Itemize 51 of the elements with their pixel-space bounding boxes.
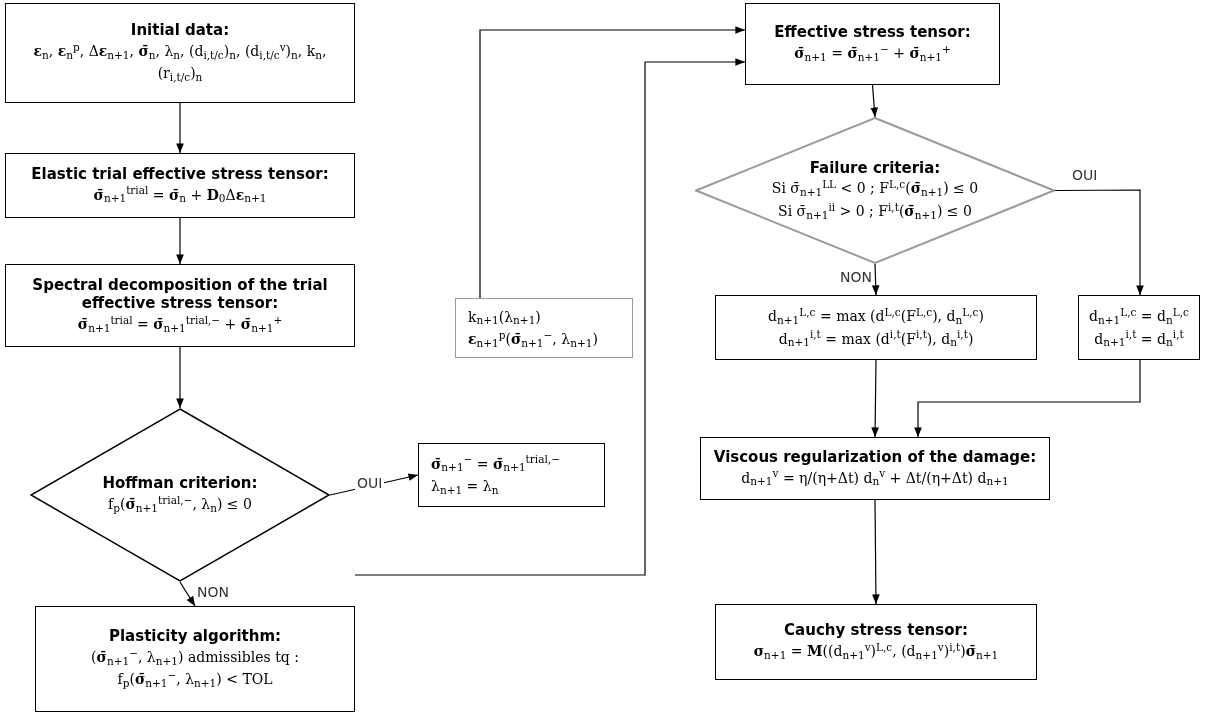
box-heading: Elastic trial effective stress tensor:: [31, 164, 329, 184]
arrow: [176, 102, 184, 154]
process-box: [5, 3, 355, 103]
decision-diamond: [695, 117, 1055, 264]
arrow: [176, 217, 184, 265]
box-heading: Hoffman criterion:: [102, 474, 258, 494]
formula: (σ̄$_{n+1}$$^{−}$, λ$_{n+1}$) admissibles tq :: [91, 646, 299, 669]
arrow: [479, 26, 746, 299]
process-box: [745, 3, 1000, 85]
arrow: [872, 499, 880, 605]
arrow: [914, 359, 1141, 438]
process-box: [35, 606, 355, 712]
arrow: [176, 346, 184, 409]
arrow: [871, 263, 880, 296]
process-box: [700, 437, 1050, 500]
formula: Si σ̄$_{n+1}$$^{ii}$ > 0 ; F$^{i,t}$(σ̄$_{n+1}$) ≤ 0: [778, 199, 972, 223]
formula: ε$_{n+1}$$^{p}$(σ̄$_{n+1}$$^{−}$, λ$_{n+1}$): [468, 328, 598, 351]
edge-label: OUI: [355, 476, 385, 490]
process-box: [418, 443, 605, 507]
box-heading: Viscous regularization of the damage:: [713, 447, 1037, 467]
edge-label: NON: [838, 270, 874, 284]
box-heading: Effective stress tensor:: [774, 23, 971, 43]
process-box: [715, 295, 1037, 360]
formula: σ̄$_{n+1}$$^{trial}$ = σ̄$_{n}$ + D$_{0}$Δε$_{n+1}$: [93, 183, 267, 207]
edge-label: NON: [195, 585, 231, 599]
arrow: [870, 84, 879, 118]
process-box: [5, 264, 355, 347]
arrow: [871, 359, 879, 438]
box-heading: Spectral decomposition of the trial effective stress tensor:: [31, 275, 329, 314]
arrow: [179, 581, 196, 607]
formula: λ$_{n+1}$ = λ$_{n}$: [431, 477, 499, 498]
box-heading: Cauchy stress tensor:: [784, 621, 968, 641]
process-box: [5, 153, 355, 218]
box-heading: Failure criteria:: [809, 158, 941, 178]
formula: d$_{n+1}$$^{v}$ = η/(η+Δt) d$_{n}$$^{v}$ + Δt/(η+Δt) d$_{n+1}$: [741, 466, 1009, 490]
formula: k$_{n+1}$(λ$_{n+1}$): [468, 307, 541, 328]
formula: σ$_{n+1}$ = M((d$_{n+1}$$^{v}$)$^{L,c}$, (d$_{n+1}$$^{v}$)$^{i,t}$)σ̄$_{n+1}$: [753, 640, 999, 663]
arrow: [354, 58, 746, 576]
process-box: [1078, 295, 1200, 360]
formula: d$_{n+1}$$^{i,t}$ = max (d$^{i,t}$(F$^{i,t}$), d$_{n}$$^{i,t}$): [778, 327, 974, 350]
decision-diamond: [30, 408, 330, 582]
box-heading: Plasticity algorithm:: [109, 627, 281, 646]
formula: f$_{p}$(σ̄$_{n+1}$$^{−}$, λ$_{n+1}$) < TOL: [117, 668, 273, 691]
formula: f$_{p}$(σ̄$_{n+1}$$^{trial,−}$, λ$_{n}$) ≤ 0: [108, 493, 252, 516]
arrow: [1054, 189, 1144, 296]
formula: d$_{n+1}$$^{L,c}$ = max (d$^{L,c}$(F$^{L,c}$), d$_{n}$$^{L,c}$): [768, 305, 984, 328]
formula: ε$_{n}$, ε$_{n}$$^{p}$, Δε$_{n+1}$, σ̄$_{n}$, λ$_{n}$, (d$_{i,t/c}$)$_{n}$, (d$_{i,t/c}$$^{v}$)$_{n}$, k$_{n}$, (r$_{i,t/c}$)$_{n}$: [32, 40, 328, 85]
box-heading: Initial data:: [130, 21, 230, 40]
process-box: [715, 604, 1037, 680]
process-box: [455, 298, 633, 358]
formula: Si σ̄$_{n+1}$$^{LL}$ < 0 ; F$^{L,c}$(σ̄$_{n+1}$) ≤ 0: [771, 177, 979, 200]
